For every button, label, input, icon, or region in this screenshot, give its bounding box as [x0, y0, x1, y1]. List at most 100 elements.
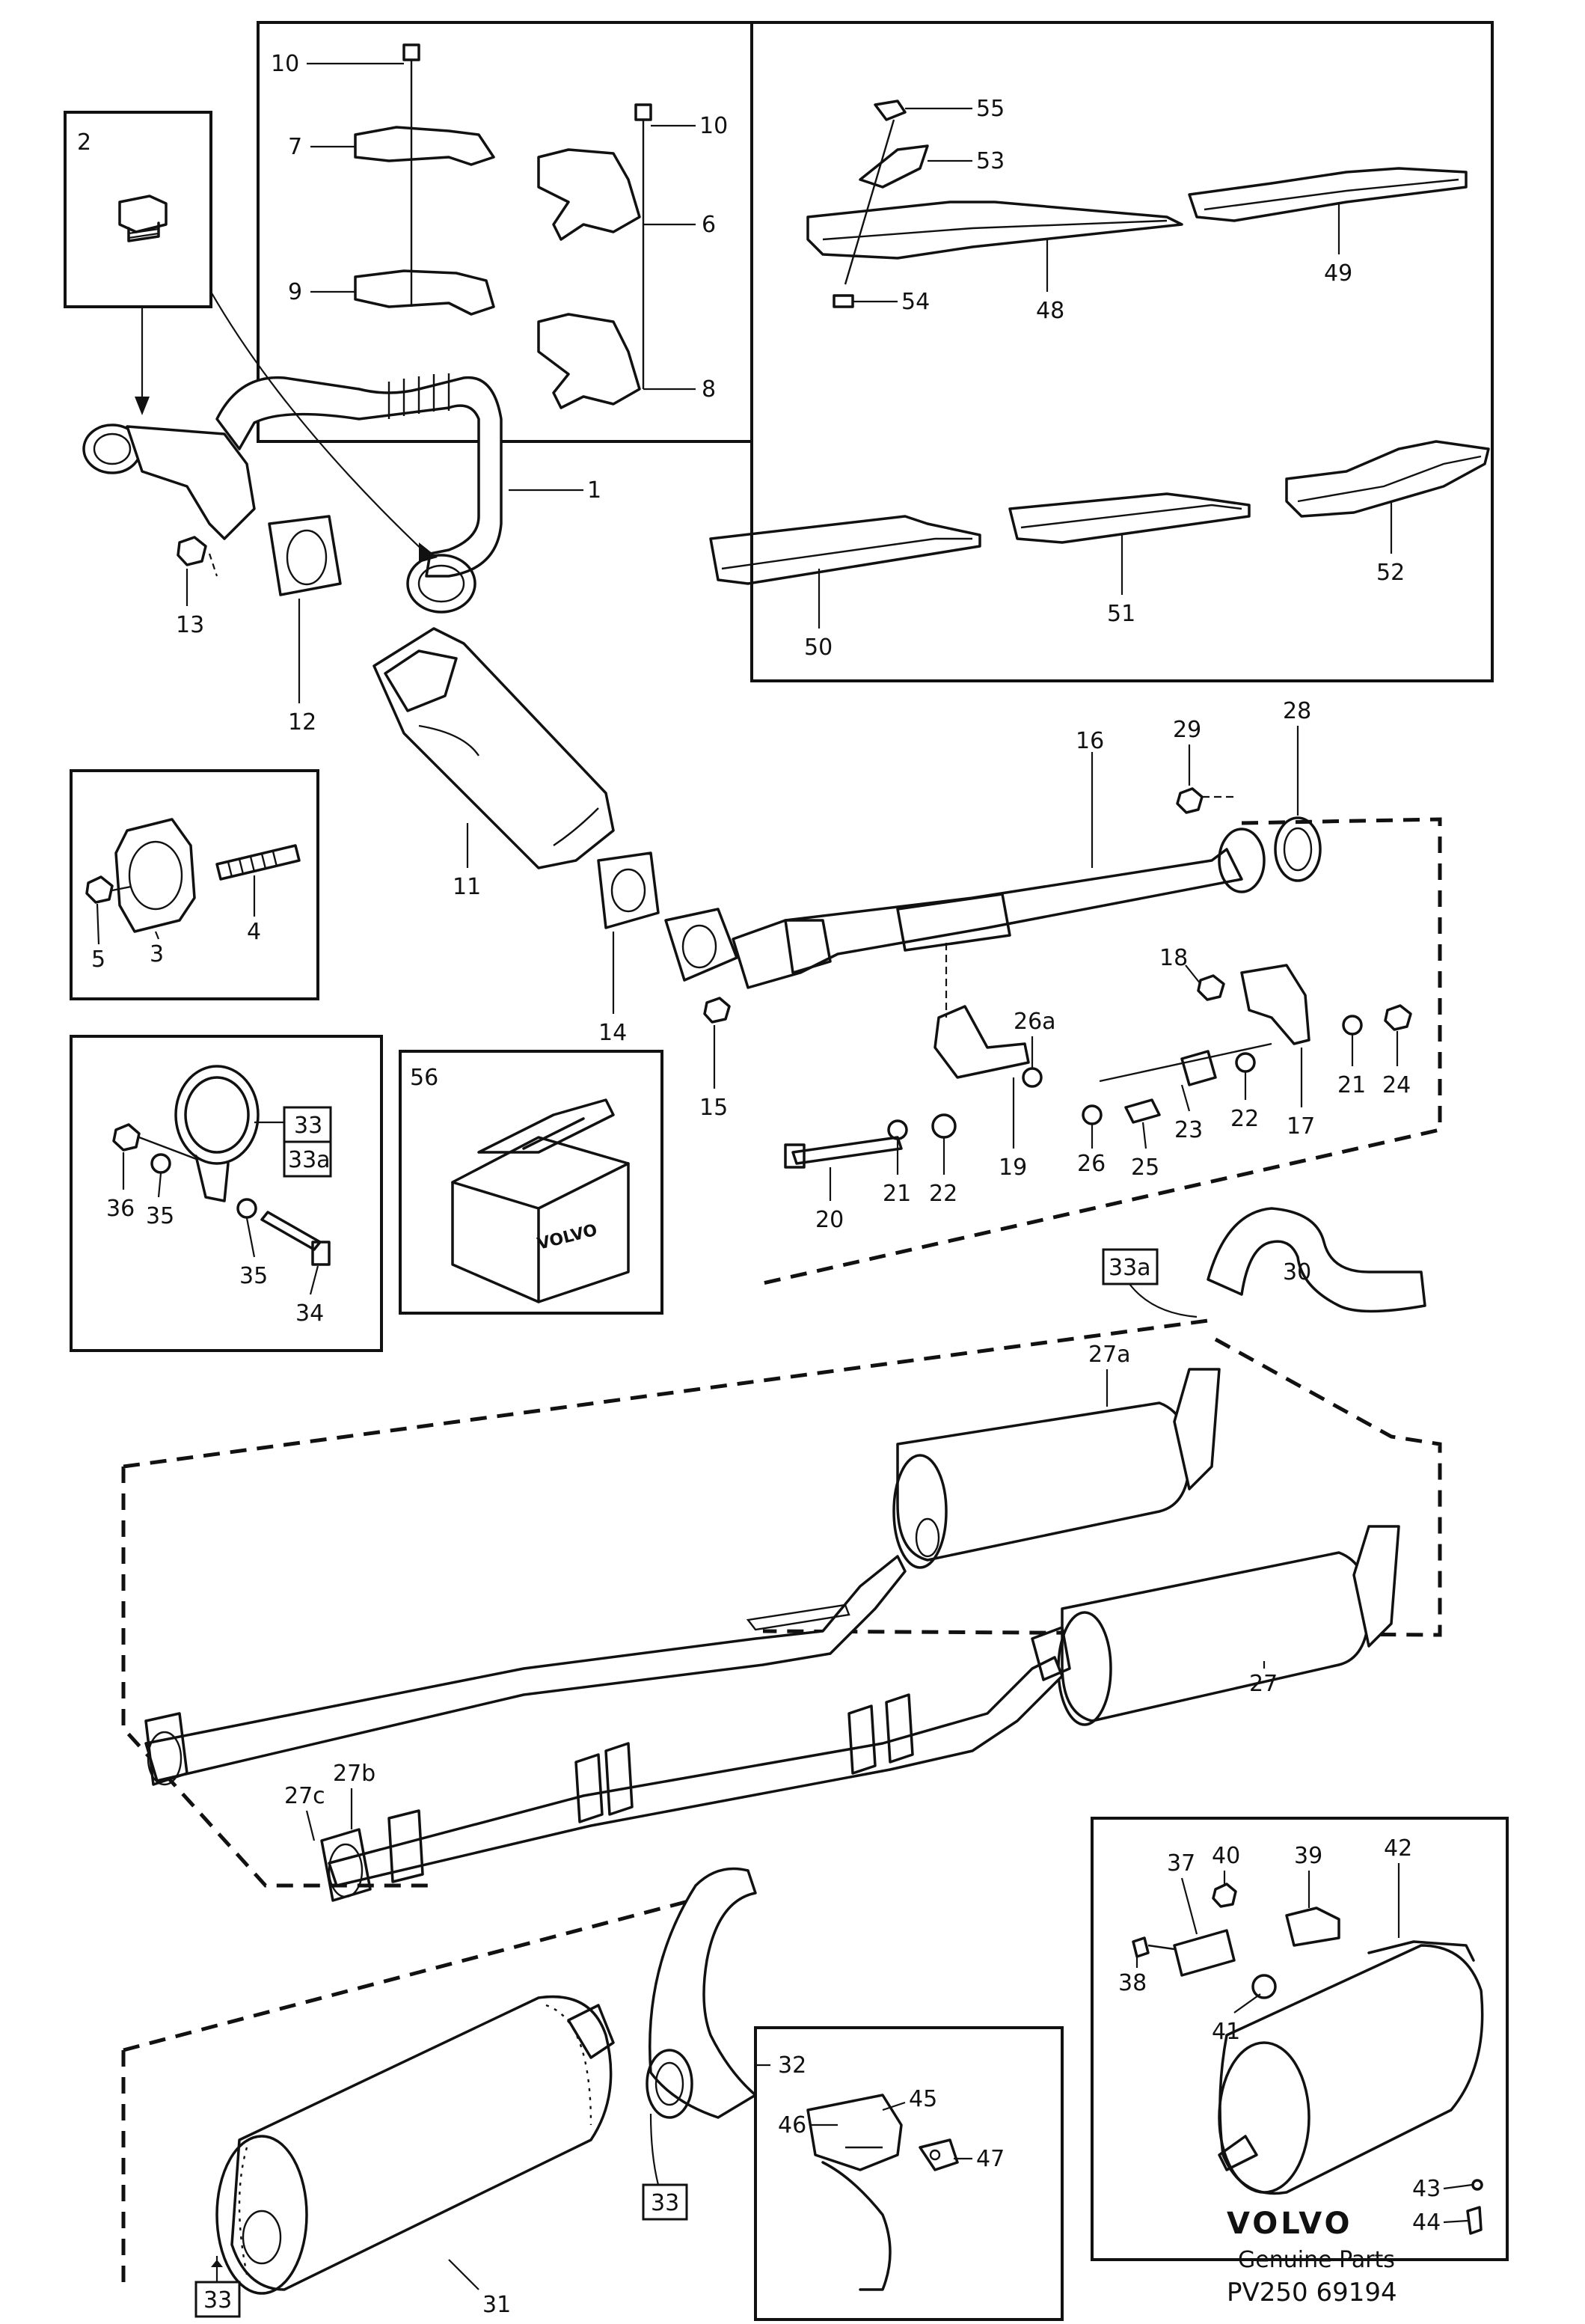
label-6: 6 [702, 212, 716, 238]
label-28: 28 [1283, 698, 1311, 724]
label-8: 8 [702, 376, 716, 403]
label-40: 40 [1212, 1843, 1240, 1869]
intermediate-pipe-16 [664, 787, 1322, 989]
leader-5 [96, 903, 100, 945]
label-5: 5 [91, 947, 105, 973]
leader-44 [1443, 2219, 1468, 2224]
label-13: 13 [176, 612, 204, 638]
leader-45 [882, 2101, 906, 2112]
leader-35a [157, 1172, 162, 1198]
label-45: 45 [909, 2086, 937, 2112]
label-33a-inset: 33a [288, 1147, 331, 1173]
label-27a: 27a [1088, 1342, 1131, 1368]
leader-31 [448, 2259, 479, 2290]
label-55: 55 [976, 96, 1005, 122]
inset-clamp-frame [70, 1035, 383, 1352]
ref-box-33a-mid [1102, 1248, 1159, 1285]
heat-shield-parts [354, 43, 652, 409]
label-21b: 21 [1337, 1072, 1366, 1098]
label-50: 50 [804, 634, 833, 661]
label-39: 39 [1294, 1843, 1322, 1869]
plug-arrow-head [135, 397, 150, 415]
kit-box-drawing [451, 1098, 630, 1303]
label-17: 17 [1287, 1113, 1315, 1140]
label-4: 4 [247, 919, 261, 945]
volvo-logo: VOLVO [1227, 2207, 1353, 2241]
label-1: 1 [587, 477, 601, 504]
label-32: 32 [778, 2052, 806, 2079]
genuine-parts-text: Genuine Parts [1238, 2247, 1395, 2273]
leader-23 [1180, 1084, 1191, 1112]
label-53: 53 [976, 148, 1005, 174]
label-34: 34 [295, 1300, 324, 1327]
inset-brackets-frame [750, 21, 1494, 682]
label-22b: 22 [1230, 1106, 1259, 1132]
inset-flange-frame [70, 769, 319, 1000]
inset-muffler-bracket-frame [1091, 1817, 1509, 2261]
label-46: 46 [778, 2112, 806, 2138]
label-43: 43 [1412, 2176, 1441, 2202]
ref-box-33-rear-b [194, 2281, 241, 2318]
inset-heat-shields-frame [257, 21, 753, 443]
flange-gasket-stud [85, 818, 301, 933]
hanger-parts [784, 943, 1412, 1169]
leader-35b [245, 1217, 256, 1258]
inset-rear-hanger-frame [754, 2026, 1064, 2321]
label-10a: 10 [271, 51, 299, 77]
bracket-parts [709, 100, 1490, 585]
catalog-code: PV250 69194 [1227, 2278, 1397, 2308]
part-number-labels: 1 2 3 4 5 6 7 8 9 10 10 11 12 13 14 15 1… [77, 51, 1441, 2318]
label-11: 11 [453, 874, 481, 900]
label-12: 12 [288, 709, 316, 736]
label-26a: 26a [1014, 1009, 1056, 1035]
label-51: 51 [1107, 601, 1135, 627]
label-21a: 21 [883, 1181, 911, 1207]
label-9: 9 [288, 279, 302, 305]
label-33-rear-b: 33 [203, 2287, 232, 2314]
label-31: 31 [482, 2292, 511, 2318]
rear-dashed-frame-top [762, 817, 1442, 1285]
label-3: 3 [150, 941, 164, 967]
label-7: 7 [288, 134, 302, 160]
label-2: 2 [77, 129, 91, 156]
label-41: 41 [1212, 2019, 1240, 2045]
leader-34 [309, 1265, 319, 1295]
label-22a: 22 [929, 1181, 957, 1207]
leader-25 [1141, 1122, 1147, 1149]
ref-box-33a-inset [283, 1140, 332, 1178]
label-16: 16 [1076, 728, 1104, 754]
leader-3 [154, 931, 160, 940]
mid-dashed-frame [121, 1318, 1442, 1888]
rear-dashed-frame [121, 1883, 749, 2290]
dual-muffler-27 [144, 1368, 1400, 1902]
label-27c: 27c [284, 1783, 325, 1809]
label-19: 19 [999, 1155, 1027, 1181]
label-38: 38 [1118, 1970, 1147, 1996]
label-49: 49 [1324, 260, 1352, 287]
clamp-ring-parts [112, 1065, 331, 1266]
kit-box-logo: VOLVO [536, 1221, 599, 1254]
label-56: 56 [410, 1065, 438, 1091]
label-23: 23 [1174, 1117, 1203, 1143]
leader-37 [1180, 1877, 1198, 1935]
rear-muffler-31 [215, 1867, 757, 2295]
leader-43 [1443, 2183, 1473, 2190]
pipe-30 [1207, 1207, 1426, 1313]
inset-plug-frame [64, 111, 212, 308]
ref-box-33-rear-a [642, 2183, 688, 2221]
label-27b: 27b [333, 1761, 375, 1787]
label-35a: 35 [146, 1203, 174, 1229]
label-36: 36 [106, 1196, 135, 1222]
label-35b: 35 [239, 1263, 268, 1289]
label-25: 25 [1131, 1155, 1159, 1181]
label-15: 15 [699, 1095, 728, 1121]
label-26: 26 [1077, 1151, 1106, 1177]
label-44: 44 [1412, 2210, 1441, 2236]
label-10b: 10 [699, 113, 728, 139]
leader-41 [1233, 1993, 1261, 2013]
label-33-rear-a: 33 [651, 2190, 679, 2216]
label-37: 37 [1167, 1850, 1195, 1877]
label-27: 27 [1249, 1671, 1278, 1697]
rear-hanger-parts [806, 2094, 959, 2291]
